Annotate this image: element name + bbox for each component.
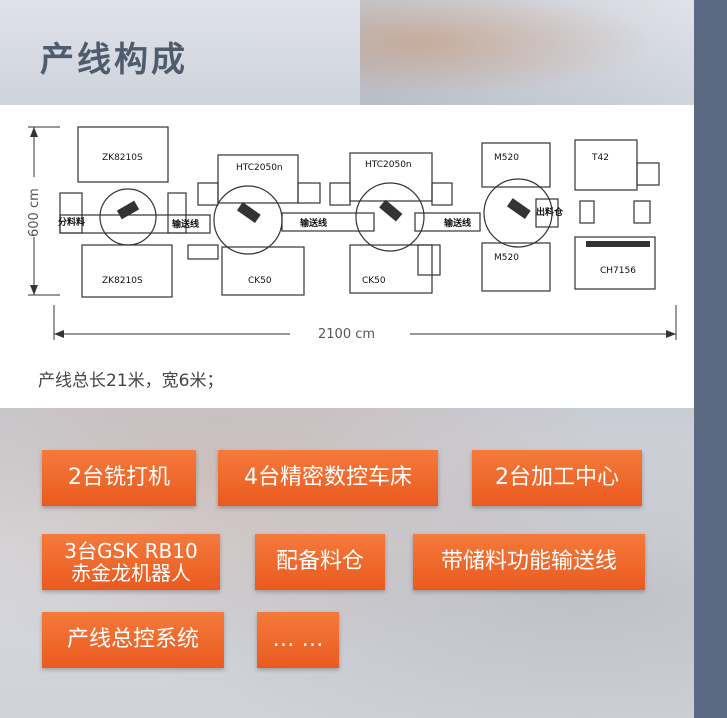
layout-panel: ZK8210S ZK8210S HTC2050n HTC2050n CK50 C… xyxy=(0,105,694,408)
machine-zk-bottom: ZK8210S xyxy=(102,276,143,286)
tag-machining-centers: 2台加工中心 xyxy=(472,450,642,506)
tag-robots: 3台GSK RB10 赤金龙机器人 xyxy=(42,534,220,590)
feeder-right-label: 出料仓 xyxy=(536,206,564,218)
tag-conveyor: 带储料功能输送线 xyxy=(413,534,645,590)
tag-milling-machines: 2台铣打机 xyxy=(42,450,196,506)
conveyor-label-2: 输送线 xyxy=(300,217,327,229)
conveyor-label-3: 输送线 xyxy=(444,217,471,229)
machine-m-bottom: M520 xyxy=(494,253,519,263)
tag-more: … … xyxy=(257,612,339,668)
right-accent-bar xyxy=(694,0,727,718)
feeder-left-label: 分料料 xyxy=(58,216,85,228)
line-layout-diagram: ZK8210S ZK8210S HTC2050n HTC2050n CK50 C… xyxy=(26,126,677,343)
dimension-height: 600 cm xyxy=(27,188,42,237)
tag-cnc-lathes: 4台精密数控车床 xyxy=(218,450,438,506)
machine-zk-top: ZK8210S xyxy=(102,153,143,163)
conveyor-label-1: 输送线 xyxy=(172,218,199,230)
zk-bottom-box xyxy=(81,244,173,298)
machine-htc-1: HTC2050n xyxy=(236,163,283,173)
dimension-width: 2100 cm xyxy=(318,327,375,342)
machine-htc-2: HTC2050n xyxy=(365,160,412,170)
machine-m-top: M520 xyxy=(494,153,519,163)
machine-ch7156: CH7156 xyxy=(600,266,636,276)
machine-ck-2: CK50 xyxy=(362,276,386,286)
machine-t42: T42 xyxy=(591,153,609,163)
tag-control-system: 产线总控系统 xyxy=(42,612,224,668)
page-title: 产线构成 xyxy=(40,40,188,80)
machine-ck-1: CK50 xyxy=(248,276,272,286)
header-background xyxy=(0,0,727,105)
zk-top-box xyxy=(77,126,169,183)
line-size-caption: 产线总长21米，宽6米； xyxy=(38,371,224,391)
header-photo xyxy=(360,0,690,105)
tag-material-bin: 配备料仓 xyxy=(255,534,385,590)
